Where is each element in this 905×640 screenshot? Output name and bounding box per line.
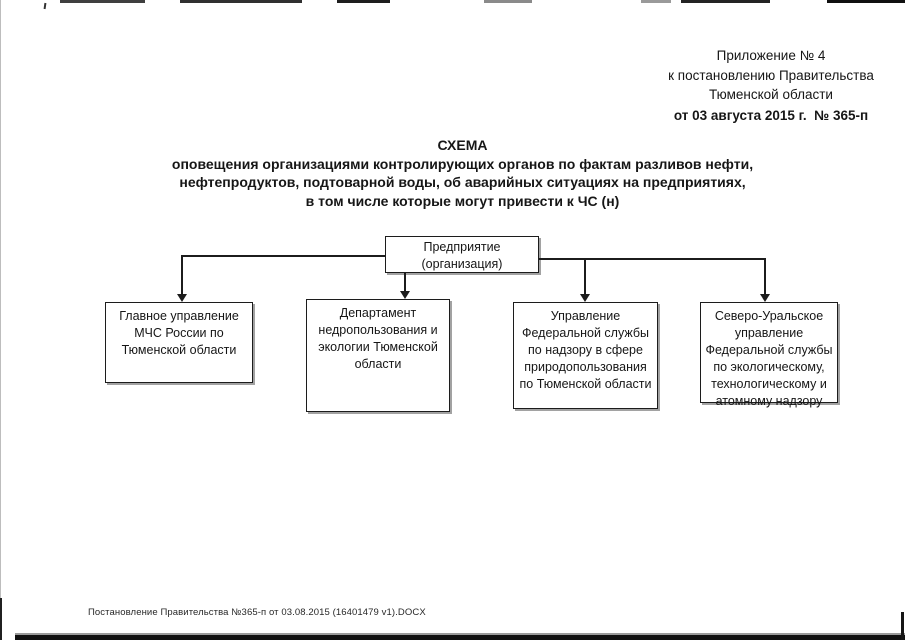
scan-artifact-top-border xyxy=(180,0,302,3)
connector-right-vertical-1 xyxy=(584,258,586,295)
scheme-title-line: оповещения организациями контролирующих … xyxy=(171,155,754,172)
appendix-region-line: Тюменской области xyxy=(709,87,833,102)
scheme-title: СХЕМА оповещения организациями контролир… xyxy=(110,136,815,210)
rostekhnadzor-box: Северо-Уральское управление Федеральной … xyxy=(700,302,838,408)
nature-supervision-box: Управление Федеральной службы по надзору… xyxy=(513,302,658,409)
scheme-title-line: нефтепродуктов, подтоварной воды, об ава… xyxy=(179,174,746,190)
appendix-reference-line: к постановлению Правительства xyxy=(668,67,874,83)
document-footer-filename: Постановление Правительства №365-п от 03… xyxy=(88,607,426,618)
enterprise-box: Предприятие (организация) xyxy=(385,236,539,273)
appendix-date-line: от 03 августа 2015 г. № 365-п xyxy=(673,107,869,123)
scan-artifact-top-border xyxy=(681,0,770,3)
scheme-title-line: в том числе которые могут привести к ЧС … xyxy=(305,192,620,209)
scan-artifact-right-border xyxy=(901,612,904,640)
scan-artifact-top-border xyxy=(827,0,905,3)
connector-middle-vertical xyxy=(404,272,406,292)
scan-artifact-bottom-bar xyxy=(15,635,905,640)
scan-artifact-speck xyxy=(43,2,47,10)
connector-left-horizontal xyxy=(182,255,386,257)
scan-artifact-left-border xyxy=(0,598,2,640)
scan-artifact-bottom-border xyxy=(15,633,905,635)
connector-right-horizontal xyxy=(538,258,766,260)
scan-artifact-top-border xyxy=(484,0,532,3)
scheme-title-word: СХЕМА xyxy=(437,137,488,153)
arrow-down-icon xyxy=(580,294,590,302)
appendix-header: Приложение № 4 к постановлению Правитель… xyxy=(645,46,897,125)
arrow-down-icon xyxy=(400,291,410,299)
appendix-number-line: Приложение № 4 xyxy=(716,48,826,63)
connector-right-vertical-2 xyxy=(764,258,766,295)
scan-artifact-top-border xyxy=(60,0,145,3)
arrow-down-icon xyxy=(760,294,770,302)
mchs-box: Главное управление МЧС России по Тюменск… xyxy=(105,302,253,383)
scan-artifact-left-border xyxy=(0,0,1,640)
subsoil-ecology-department-box: Департамент недропользования и экологии … xyxy=(306,299,450,412)
scan-artifact-top-border xyxy=(641,0,671,3)
connector-left-vertical xyxy=(181,255,183,295)
scan-artifact-top-border xyxy=(337,0,390,3)
arrow-down-icon xyxy=(177,294,187,302)
